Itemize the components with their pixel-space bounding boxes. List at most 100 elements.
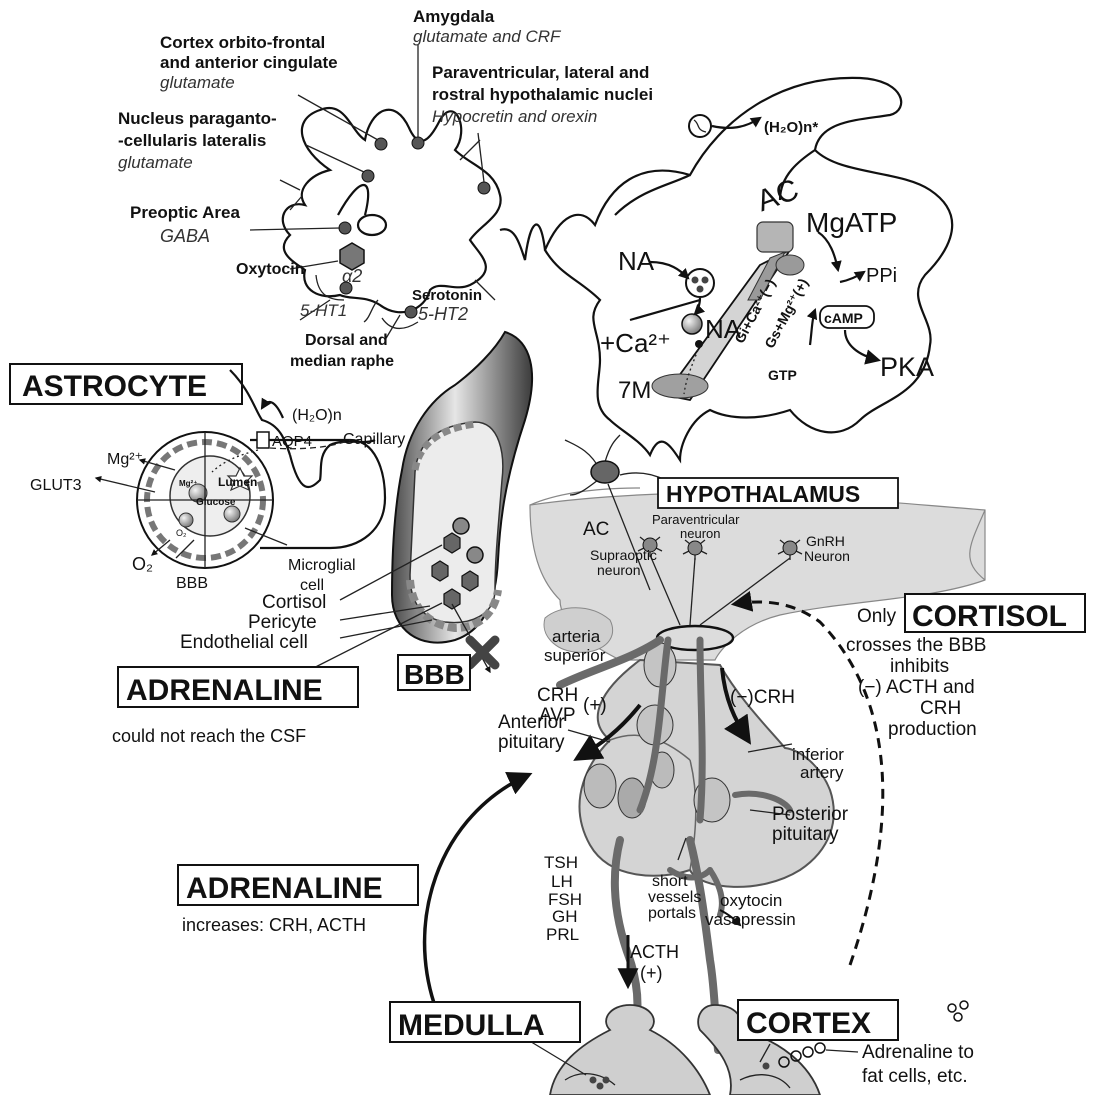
7m-label: 7M — [618, 377, 651, 404]
paraventricular-neuron-label-2: neuron — [680, 526, 720, 541]
mg-inner-label: Mg²⁺ — [179, 479, 197, 488]
short-vessels-label-3: portals — [648, 905, 696, 922]
fat-cells-label: Adrenaline to — [862, 1042, 974, 1063]
cortisol-title: CORTISOL — [912, 600, 1067, 633]
lumen-label: Lumen — [218, 475, 257, 489]
blood-vessel — [392, 332, 532, 672]
endothelial-label: Endothelial cell — [180, 632, 308, 653]
adrenaline-bottom-note: increases: CRH, ACTH — [182, 915, 366, 935]
preoptic-transmitter: GABA — [160, 226, 210, 246]
adrenaline-bottom-title: ADRENALINE — [186, 872, 383, 905]
cortisol-label: Cortisol — [262, 592, 326, 613]
o2-inner-label: O₂ — [176, 528, 187, 538]
raphe-label-2: median raphe — [290, 353, 394, 370]
adrenaline-up-arrow — [425, 775, 528, 1030]
camp-pathway — [810, 232, 878, 360]
nucleus-label-2: -cellularis lateralis — [118, 131, 266, 150]
arteria-label-2: superior — [544, 646, 606, 665]
short-vessels-label-2: vessels — [648, 889, 701, 906]
oxytocin-bottom-label: oxytocin — [720, 891, 782, 910]
bbb-label: BBB — [176, 575, 208, 592]
cortisol-line-1: crosses the BBB — [846, 635, 986, 656]
arteria-label: arteria — [552, 627, 601, 646]
na-top-label: NA — [618, 246, 655, 276]
capillary-label: Capillary — [343, 431, 405, 448]
astrocyte-title: ASTROCYTE — [22, 370, 207, 403]
gtp-label: GTP — [768, 367, 797, 383]
mg-label: Mg²⁺ — [107, 451, 143, 468]
supraoptic-label: Supraoptic — [590, 547, 657, 563]
pka-label: PKA — [880, 352, 934, 382]
vesicle-icon — [686, 269, 714, 297]
synapse-labels: AC MgATP NA NA +Ca²⁺ PPi cAMP Gi+Ca²⁺(−)… — [600, 173, 934, 404]
cortisol-line-2: inhibits — [890, 656, 949, 677]
hormone-lh: LH — [551, 872, 573, 891]
serotonin-label: Serotonin — [412, 287, 482, 304]
acth-plus-label: (+) — [640, 963, 663, 983]
ca-label: +Ca²⁺ — [600, 328, 671, 358]
5ht1-label: 5-HT1 — [300, 301, 347, 320]
nucleus-transmitter: glutamate — [118, 153, 193, 172]
ac-neuron-icon — [591, 461, 619, 483]
mgatp-label: MgATP — [806, 207, 897, 238]
oxytocin-label: Oxytocin — [236, 261, 304, 278]
amygdala-label: Amygdala — [413, 7, 495, 26]
hormone-tsh: TSH — [544, 853, 578, 872]
synapse-water-label: (H₂O)n* — [764, 119, 818, 136]
raphe-label: Dorsal and — [305, 332, 388, 349]
gnrh-label: GnRH — [806, 533, 845, 549]
crh-plus-sign: (+) — [583, 695, 607, 716]
short-vessels-label: short — [652, 873, 688, 890]
paraventricular-label: Paraventricular, lateral and — [432, 63, 649, 82]
cortex-label: Cortex orbito-frontal — [160, 33, 325, 52]
fat-cells-label-2: fat cells, etc. — [862, 1066, 968, 1087]
cortex-transmitter: glutamate — [160, 73, 235, 92]
microglial-label: Microglial — [288, 557, 356, 574]
aquaporin-channel — [689, 115, 760, 137]
alpha2-label: α2 — [342, 266, 362, 286]
paraventricular-transmitter: Hypocretin and orexin — [432, 107, 597, 126]
inferior-label: inferior — [792, 745, 844, 764]
gnrh-neuron-icon — [783, 541, 797, 555]
o2-label: O₂ — [132, 554, 153, 574]
ac-hypo-label: AC — [583, 519, 609, 540]
blocked-cross-icon — [470, 640, 495, 665]
vessel-labels: Cortisol Pericyte Endothelial cell — [180, 592, 326, 653]
cortex-label-2: and anterior cingulate — [160, 53, 338, 72]
glucose-label: Glucose — [196, 497, 236, 508]
preoptic-label: Preoptic Area — [130, 203, 240, 222]
ppi-label: PPi — [866, 265, 897, 287]
amygdala-transmitter: glutamate and CRF — [413, 27, 562, 46]
only-label: Only — [857, 606, 897, 627]
astro-water-label: (H₂O)n — [292, 407, 342, 424]
supraoptic-label-2: neuron — [597, 562, 641, 578]
hypothalamus-title: HYPOTHALAMUS — [666, 481, 860, 507]
medulla-title: MEDULLA — [398, 1009, 545, 1042]
posterior-label-2: pituitary — [772, 824, 839, 845]
paraventricular-label-2: rostral hypothalamic nuclei — [432, 85, 653, 104]
cortisol-line-3: (−) ACTH and — [858, 677, 975, 698]
bbb-box-label: BBB — [404, 659, 465, 690]
camp-label: cAMP — [824, 310, 863, 326]
hormone-gh: GH — [552, 907, 578, 926]
5ht2-label: 5-HT2 — [418, 304, 468, 324]
minus-crh-label: (−)CRH — [730, 687, 795, 708]
cortisol-line-5: production — [888, 719, 977, 740]
posterior-label: Posterior — [772, 804, 849, 825]
vasopressin-label: vasopressin — [705, 910, 796, 929]
crh-plus-label: CRH — [537, 685, 578, 706]
inferior-label-2: artery — [800, 763, 844, 782]
gnrh-label-2: Neuron — [804, 548, 850, 564]
neuron-input-labels: Amygdala glutamate and CRF Cortex orbito… — [118, 7, 653, 370]
pericyte-label: Pericyte — [248, 612, 317, 633]
paraventricular-neuron-icon — [688, 541, 702, 555]
aqp4-label: AQP4 — [272, 433, 312, 450]
glut3-label: GLUT3 — [30, 477, 82, 494]
aqp4-channel — [257, 432, 269, 448]
adrenaline-top-note: could not reach the CSF — [112, 726, 306, 746]
anterior-label: Anterior — [498, 712, 565, 733]
cortisol-icon — [444, 533, 460, 553]
paraventricular-neuron-label: Paraventricular — [652, 512, 740, 527]
